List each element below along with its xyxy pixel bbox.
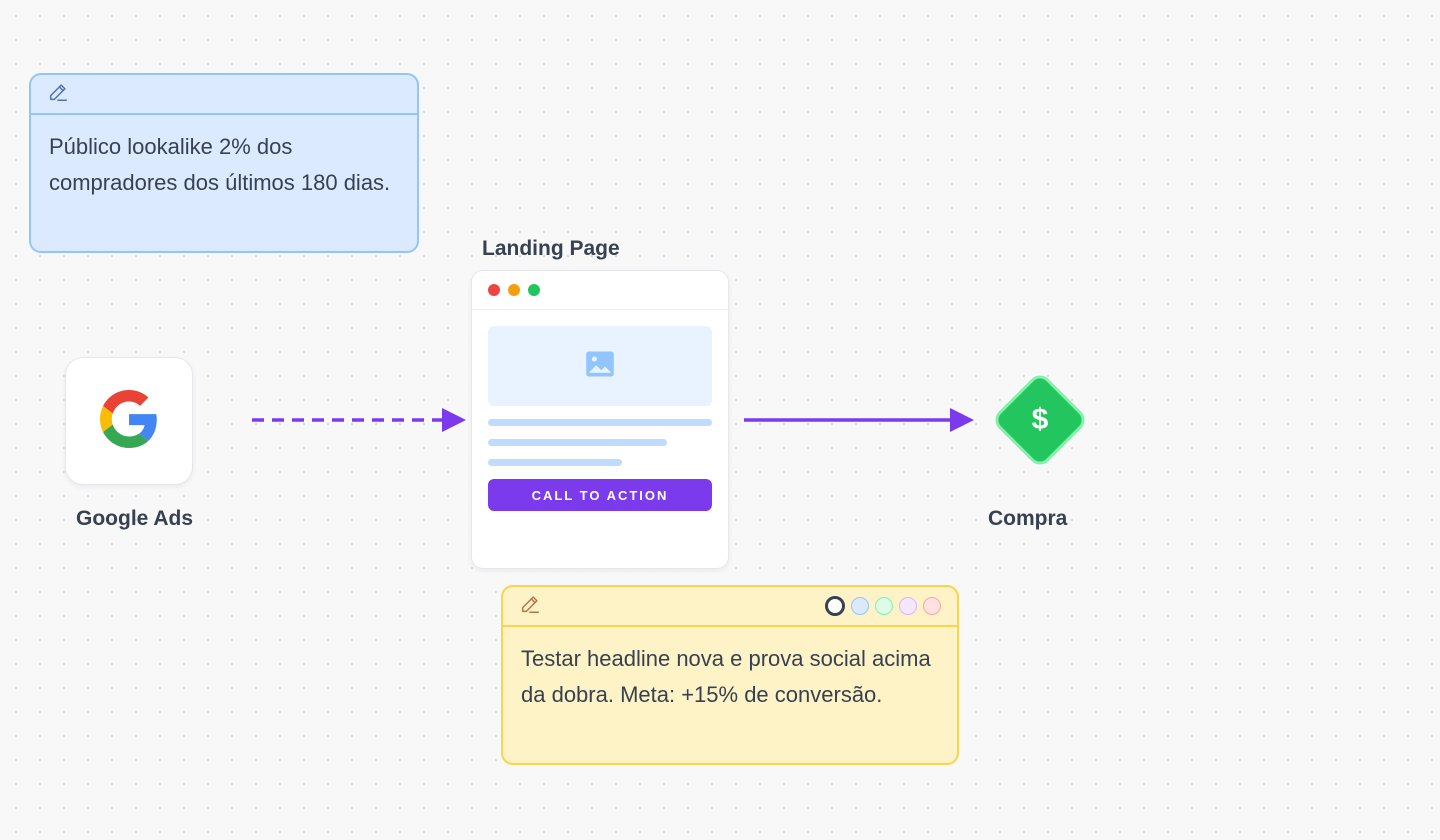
pencil-icon[interactable]	[47, 81, 69, 108]
google-ads-node[interactable]	[65, 357, 193, 485]
color-swatch-purple[interactable]	[899, 597, 917, 615]
window-close-dot	[488, 284, 500, 296]
edge-google-to-landing[interactable]	[252, 408, 466, 432]
note-text[interactable]: Testar headline nova e prova social acim…	[521, 646, 931, 707]
sticky-note-landing[interactable]: Testar headline nova e prova social acim…	[501, 585, 959, 765]
window-minimize-dot	[508, 284, 520, 296]
text-line-placeholder	[488, 459, 622, 466]
landing-page-label: Landing Page	[482, 237, 620, 260]
color-swatch-blue[interactable]	[851, 597, 869, 615]
text-line-placeholder	[488, 419, 712, 426]
image-icon	[585, 349, 615, 384]
color-picker	[825, 596, 941, 616]
text-line-placeholder	[488, 439, 667, 446]
color-swatch-default[interactable]	[825, 596, 845, 616]
purchase-node[interactable]: $	[990, 370, 1090, 470]
browser-topbar	[472, 271, 728, 310]
note-header	[503, 587, 957, 627]
sticky-note-audience[interactable]: Público lookalike 2% dos compradores dos…	[29, 73, 419, 253]
pencil-icon[interactable]	[519, 593, 541, 620]
call-to-action-button[interactable]: CALL TO ACTION	[488, 479, 712, 511]
purchase-label: Compra	[988, 507, 1068, 530]
note-header	[31, 75, 417, 115]
window-maximize-dot	[528, 284, 540, 296]
color-swatch-green[interactable]	[875, 597, 893, 615]
note-text[interactable]: Público lookalike 2% dos compradores dos…	[49, 134, 391, 195]
color-swatch-red[interactable]	[923, 597, 941, 615]
google-ads-label: Google Ads	[76, 507, 194, 530]
hero-image-placeholder	[488, 326, 712, 406]
arrowhead-icon	[442, 408, 466, 432]
arrowhead-icon	[950, 408, 974, 432]
google-logo-icon	[100, 389, 158, 453]
landing-page-node[interactable]: CALL TO ACTION	[471, 270, 729, 569]
edge-landing-to-purchase[interactable]	[744, 408, 974, 432]
dollar-icon: $	[1031, 403, 1049, 436]
